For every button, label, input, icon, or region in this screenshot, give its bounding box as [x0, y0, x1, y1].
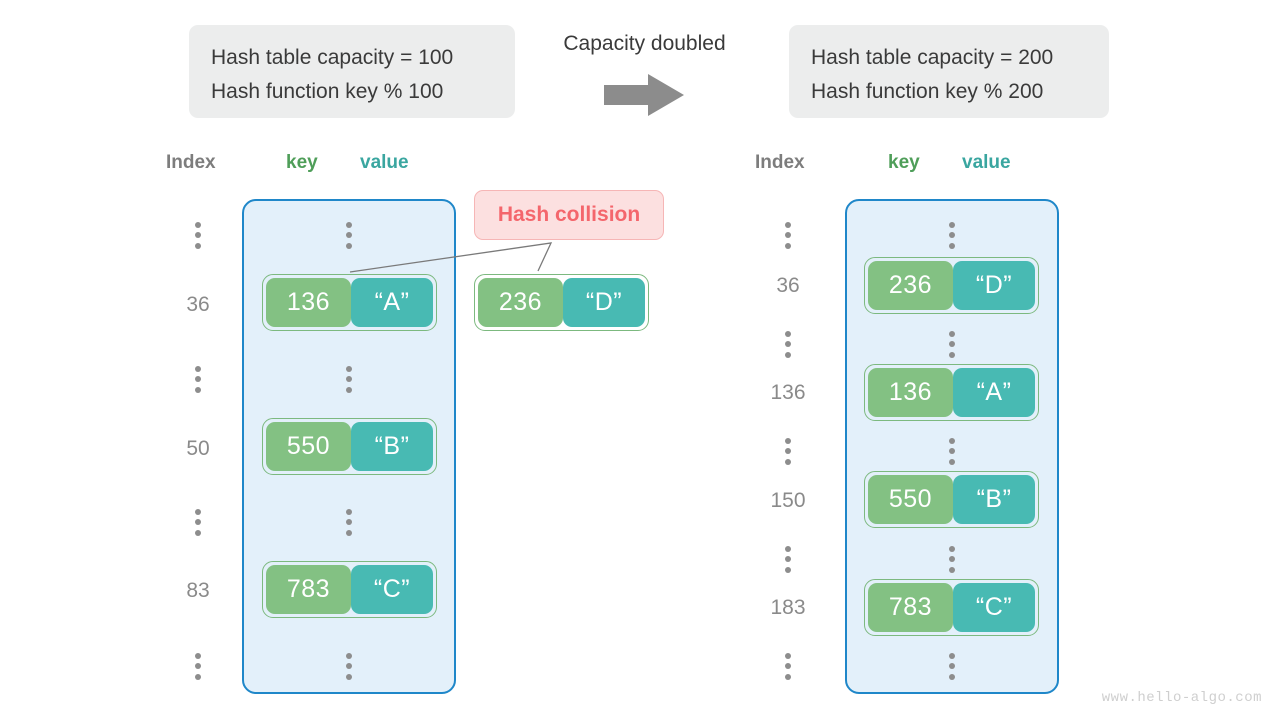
after-pair-550-value: “B”	[952, 475, 1035, 524]
before-pair-550-key: 550	[266, 422, 351, 471]
site-watermark: www.hello-algo.com	[1101, 690, 1262, 706]
hash-collision-badge: Hash collision	[474, 190, 664, 240]
after-header-key: key	[888, 152, 920, 173]
before-bucket-ellipsis-3	[314, 652, 384, 680]
after-capacity-line: Hash table capacity = 200	[811, 46, 1054, 69]
after-pair-236-key: 236	[868, 261, 953, 310]
before-overflow-pair-236-value: “D”	[562, 278, 645, 327]
after-pair-136-key: 136	[868, 368, 953, 417]
before-index-ellipsis-0	[163, 221, 233, 249]
after-bucket-ellipsis-2	[917, 437, 987, 465]
after-index-183: 183	[770, 596, 806, 619]
after-pair-136[interactable]: 136 “A”	[864, 364, 1039, 421]
before-overflow-pair-236[interactable]: 236 “D”	[474, 274, 649, 331]
after-index-ellipsis-0	[753, 221, 823, 249]
after-bucket-ellipsis-0	[917, 221, 987, 249]
after-pair-136-value: “A”	[952, 368, 1035, 417]
after-header-value: value	[962, 152, 1011, 173]
before-index-ellipsis-2	[163, 508, 233, 536]
after-info-box: Hash table capacity = 200 Hash function …	[789, 25, 1109, 118]
before-pair-550[interactable]: 550 “B”	[262, 418, 437, 475]
before-function-line: Hash function key % 100	[211, 80, 444, 103]
before-overflow-pair-236-key: 236	[478, 278, 563, 327]
after-bucket-ellipsis-4	[917, 652, 987, 680]
after-index-150: 150	[770, 489, 806, 512]
after-pair-550-key: 550	[868, 475, 953, 524]
after-pair-236-value: “D”	[952, 261, 1035, 310]
hash-collision-label: Hash collision	[497, 203, 641, 226]
after-index-ellipsis-4	[753, 652, 823, 680]
before-header-value: value	[360, 152, 409, 173]
after-index-136: 136	[770, 381, 806, 404]
before-pair-550-value: “B”	[350, 422, 433, 471]
after-index-ellipsis-1	[753, 330, 823, 358]
before-pair-783-key: 783	[266, 565, 351, 614]
after-function-line: Hash function key % 200	[811, 80, 1044, 103]
right-arrow-icon	[604, 74, 684, 116]
after-pair-783-value: “C”	[952, 583, 1035, 632]
before-index-ellipsis-1	[163, 365, 233, 393]
after-index-36: 36	[776, 274, 800, 297]
before-pair-783-value: “C”	[350, 565, 433, 614]
before-bucket-ellipsis-0	[314, 221, 384, 249]
before-pair-136-key: 136	[266, 278, 351, 327]
after-header-index: Index	[755, 152, 805, 173]
after-index-ellipsis-2	[753, 437, 823, 465]
before-pair-783[interactable]: 783 “C”	[262, 561, 437, 618]
before-index-50: 50	[186, 437, 210, 460]
after-pair-550[interactable]: 550 “B”	[864, 471, 1039, 528]
after-index-ellipsis-3	[753, 545, 823, 573]
before-pair-136-value: “A”	[350, 278, 433, 327]
after-bucket-ellipsis-1	[917, 330, 987, 358]
after-pair-783-key: 783	[868, 583, 953, 632]
before-capacity-line: Hash table capacity = 100	[211, 46, 454, 69]
before-header-key: key	[286, 152, 318, 173]
after-pair-236[interactable]: 236 “D”	[864, 257, 1039, 314]
after-pair-783[interactable]: 783 “C”	[864, 579, 1039, 636]
before-header-index: Index	[166, 152, 216, 173]
before-index-36: 36	[186, 293, 210, 316]
before-pair-136[interactable]: 136 “A”	[262, 274, 437, 331]
before-index-83: 83	[186, 579, 210, 602]
before-bucket-ellipsis-1	[314, 365, 384, 393]
before-info-box: Hash table capacity = 100 Hash function …	[189, 25, 515, 118]
before-index-ellipsis-3	[163, 652, 233, 680]
before-bucket-ellipsis-2	[314, 508, 384, 536]
after-bucket-ellipsis-3	[917, 545, 987, 573]
capacity-doubled-label: Capacity doubled	[563, 32, 726, 55]
